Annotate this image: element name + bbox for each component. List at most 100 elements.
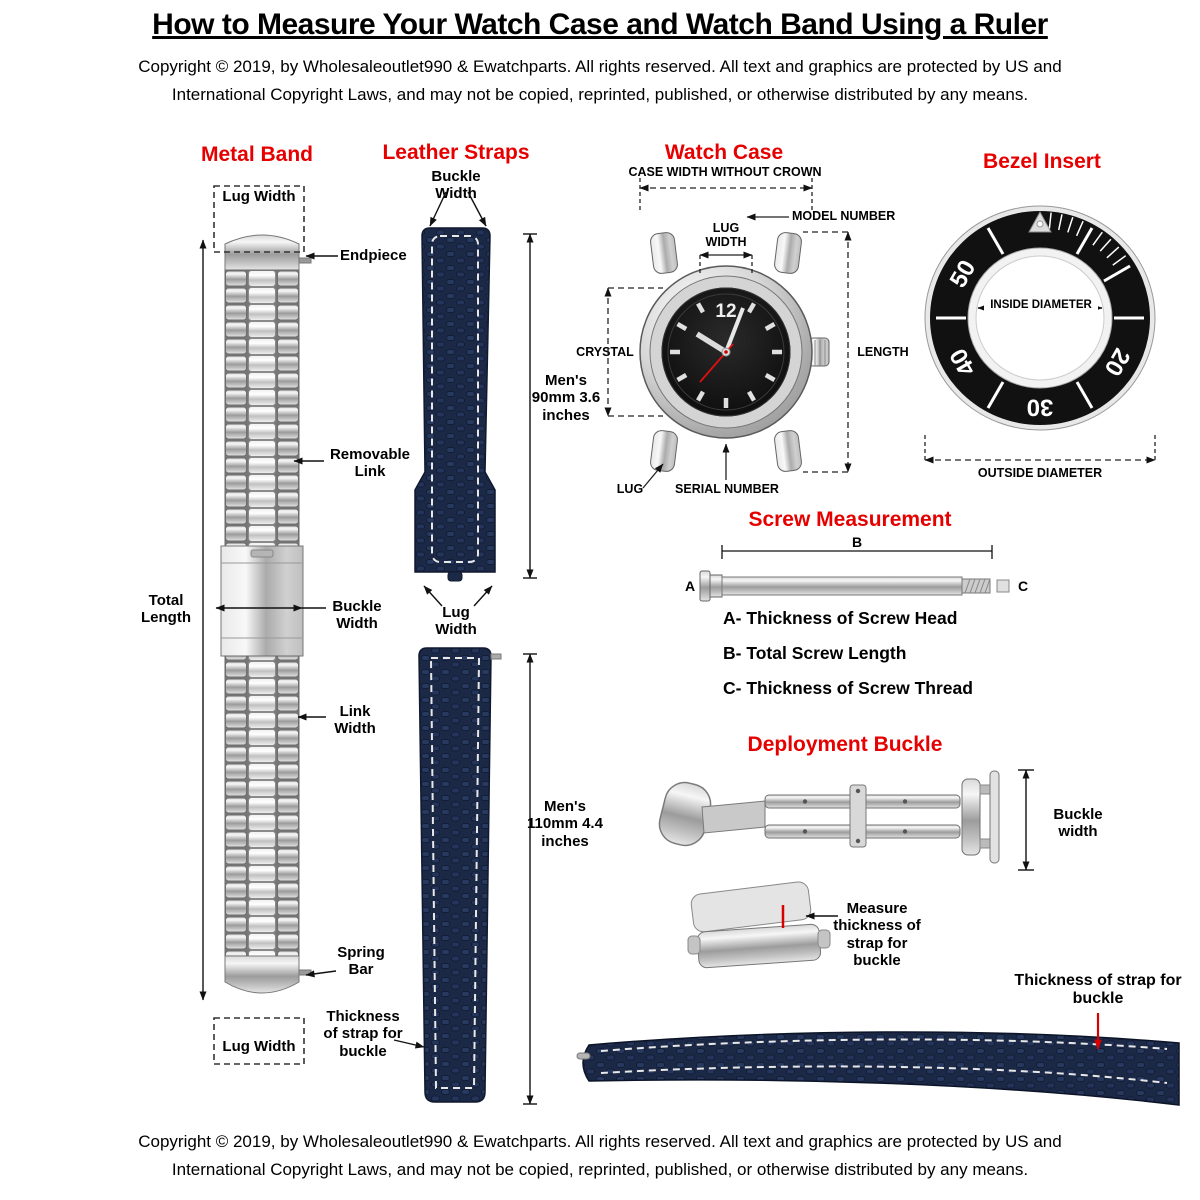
buckle-prong-bottom	[979, 838, 991, 849]
dial-numeral-12: 12	[715, 301, 736, 322]
buckle-prong-top	[979, 784, 991, 795]
strap-upper-shape	[414, 227, 496, 573]
outside-diameter-annotation	[924, 432, 1156, 464]
endpiece-label: Endpiece	[340, 247, 407, 264]
hour-markers	[670, 302, 782, 408]
lug-width-bottom-box	[213, 1017, 305, 1065]
bezel-lume-dot	[1036, 220, 1044, 228]
folded-buckle-flap	[690, 881, 812, 933]
strap-90mm-measure	[523, 233, 537, 579]
strap-side-shape	[582, 1031, 1180, 1106]
lug-bottom-left	[650, 430, 678, 472]
endpiece-bottom-shape	[224, 955, 300, 994]
outside-diameter-label: OUTSIDE DIAMETER	[977, 466, 1103, 480]
lug-width-arrow-left	[423, 585, 443, 607]
buckle-hinge-arm	[701, 800, 766, 834]
folded-buckle-button-right	[817, 929, 831, 949]
bezel-insert-graphic: 50 40 30 20	[924, 205, 1156, 464]
inside-diameter-label: INSIDE DIAMETER	[984, 299, 1098, 313]
lug-arrow	[642, 463, 664, 489]
bezel-major-ticks	[936, 227, 1144, 409]
screw-shaft	[721, 576, 963, 596]
lug-label: LUG	[616, 482, 644, 496]
model-number-label: MODEL NUMBER	[792, 209, 896, 223]
screw-line-a: A- Thickness of Screw Head	[723, 608, 958, 628]
lug-top-right	[774, 232, 802, 274]
screw-head-neck	[709, 574, 723, 598]
case-width-label: CASE WIDTH WITHOUT CROWN	[628, 165, 822, 179]
copyright-bottom-line1: Copyright © 2019, by Wholesaleoutlet990 …	[138, 1132, 1062, 1151]
strap-side-thickness-label: Thickness of strap for buckle	[1014, 972, 1182, 1008]
watch-case-heading: Watch Case	[664, 141, 784, 164]
lug-width-arrow-right	[473, 585, 493, 607]
leather-strap-lower-graphic	[418, 647, 502, 1103]
screw-head-flange	[699, 570, 711, 602]
leather-buckle-width-label: Buckle Width	[431, 168, 481, 203]
hour-hand	[695, 331, 728, 355]
bezel-rim	[649, 275, 803, 429]
metal-band-annotations	[213, 185, 338, 1065]
lug-width-top-label: Lug Width	[222, 188, 296, 205]
strap-upper-stitching	[431, 235, 479, 563]
watch-annotations	[604, 178, 852, 489]
serial-number-label: SERIAL NUMBER	[675, 482, 779, 496]
buckle-rivets	[802, 788, 908, 844]
removable-link-label: Removable Link	[329, 446, 411, 481]
bracelet-links-lower	[224, 655, 300, 957]
page-title: How to Measure Your Watch Case and Watch…	[152, 8, 1048, 41]
spring-bar-pin-top	[298, 257, 312, 264]
screw-line-b: B- Total Screw Length	[723, 643, 907, 663]
buckle-width-label: Buckle width	[1053, 806, 1103, 841]
strap-upper-tab	[447, 571, 463, 582]
metal-buckle-width-label: Buckle Width	[332, 598, 382, 633]
buckle-right-plate	[961, 778, 981, 856]
leather-lug-width-arrows	[423, 585, 493, 607]
measure-thickness-arrow	[805, 912, 838, 920]
bezel-center	[975, 255, 1105, 381]
strap-spring-bar-pin	[490, 653, 502, 660]
link-width-label: Link Width	[334, 703, 376, 738]
measure-thickness-label: Measure thickness of strap for buckle	[833, 900, 921, 969]
screw-label-a: A	[685, 578, 695, 594]
buckle-width-arrow-left	[429, 191, 447, 227]
hand-hub-dot	[724, 350, 728, 354]
bezel-number-30: 30	[1027, 394, 1054, 421]
metal-band-heading: Metal Band	[200, 143, 313, 166]
deployment-buckle-folded-graphic	[687, 881, 831, 969]
deployment-buckle-open-graphic	[658, 770, 1000, 864]
screw-label-b: B	[852, 534, 862, 550]
strap-side-view-graphic	[576, 1013, 1180, 1106]
strap-side-spring-bar	[576, 1052, 591, 1060]
watch-case-graphic: 12	[604, 178, 852, 489]
strap-110mm-measure	[523, 653, 537, 1105]
clasp-button	[250, 549, 274, 558]
minute-hand	[724, 307, 745, 353]
spring-bar-arrow	[305, 970, 337, 978]
screw-graphic: B A C	[685, 534, 1028, 602]
buckle-width-measure	[1018, 769, 1034, 871]
metal-band-graphic	[199, 234, 312, 1001]
lug-top-left	[650, 232, 678, 274]
screw-thread-hatching	[964, 578, 991, 594]
screw-label-c: C	[1018, 578, 1028, 594]
copyright-top-line2: International Copyright Laws, and may no…	[171, 85, 1029, 104]
buckle-crossbar	[849, 784, 867, 848]
leather-strap-upper-graphic	[414, 227, 496, 582]
bezel-insert-heading: Bezel Insert	[983, 150, 1101, 173]
leather-thickness-label: Thickness of strap for buckle	[323, 1008, 403, 1060]
strap-side-stitch-top	[600, 1038, 1168, 1052]
strap-lower-shape	[418, 647, 492, 1103]
buckle-end-bar	[989, 770, 1000, 864]
screw-measurement-heading: Screw Measurement	[748, 508, 952, 531]
minute-track	[667, 293, 785, 411]
lug-bottom-right	[774, 430, 802, 472]
watch-lug-width-label: LUG WIDTH	[705, 221, 747, 250]
copyright-bottom-line2: International Copyright Laws, and may no…	[171, 1160, 1029, 1179]
total-length-label: Total Length	[141, 592, 191, 627]
bracelet-links-upper	[224, 269, 300, 547]
strap-side-stitch-bottom	[600, 1065, 1168, 1084]
lug-width-bottom-label: Lug Width	[222, 1038, 296, 1055]
screw-tip-piece	[996, 579, 1010, 593]
length-label: LENGTH	[857, 345, 909, 359]
